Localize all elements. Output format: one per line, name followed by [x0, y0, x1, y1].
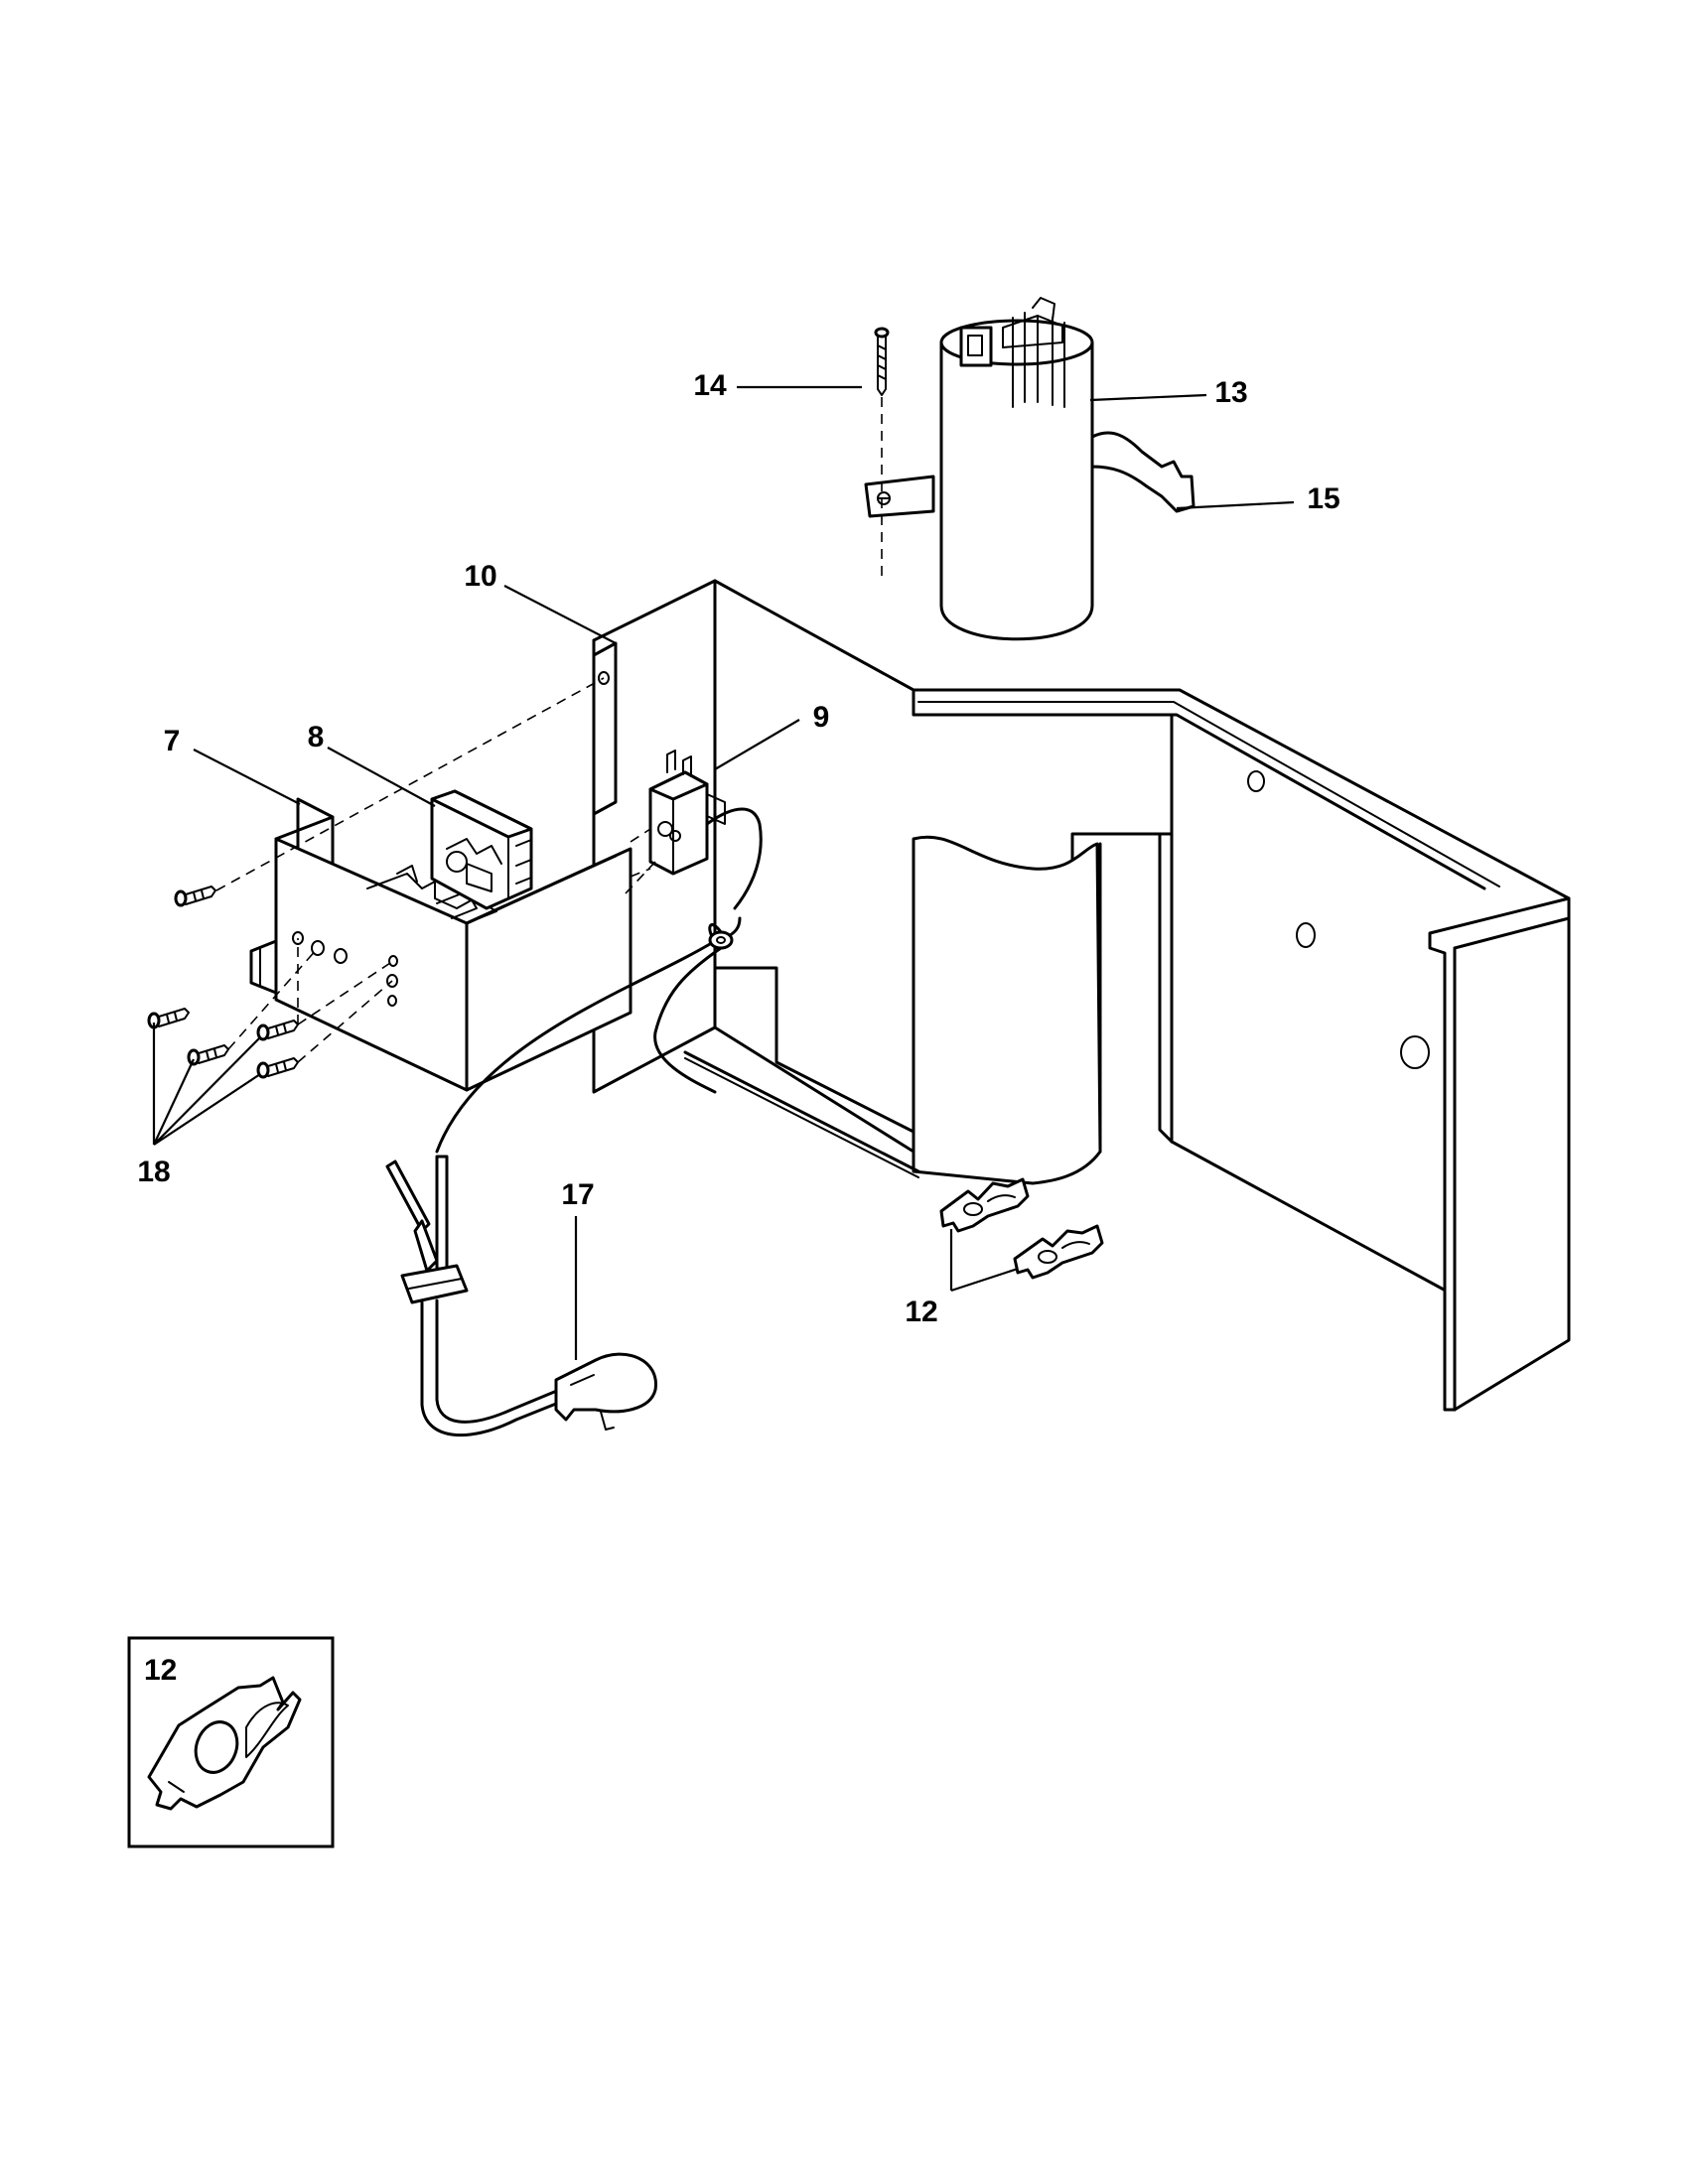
inset-clip — [147, 1676, 302, 1811]
control-bracket-plate — [592, 638, 618, 816]
callout-13: 13 — [1214, 376, 1247, 409]
inset-callout-12: 12 — [144, 1654, 177, 1687]
leader-lines — [152, 385, 1295, 1360]
callout-15: 15 — [1307, 482, 1339, 515]
callout-18: 18 — [137, 1156, 170, 1188]
callout-14: 14 — [693, 369, 727, 402]
callout-10: 10 — [464, 560, 496, 593]
clip-upper — [939, 1177, 1030, 1233]
thermostat-switch — [648, 750, 763, 910]
capacitor — [939, 297, 1094, 641]
callout-17: 17 — [561, 1178, 594, 1211]
callout-7: 7 — [164, 725, 181, 757]
callout-8: 8 — [308, 721, 325, 753]
clip-lower — [1013, 1224, 1104, 1280]
control-relay — [430, 789, 533, 910]
capacitor-bracket — [1090, 431, 1196, 513]
callout-12: 12 — [905, 1296, 937, 1328]
screw-14 — [874, 327, 890, 576]
power-cord — [385, 916, 920, 1437]
callout-9: 9 — [813, 701, 830, 734]
cabinet-partition — [592, 579, 1571, 1412]
capacitor-mount-tab — [864, 475, 935, 518]
inset-detail-12: 12 — [127, 1636, 335, 1848]
assembly-lines — [215, 677, 656, 1063]
